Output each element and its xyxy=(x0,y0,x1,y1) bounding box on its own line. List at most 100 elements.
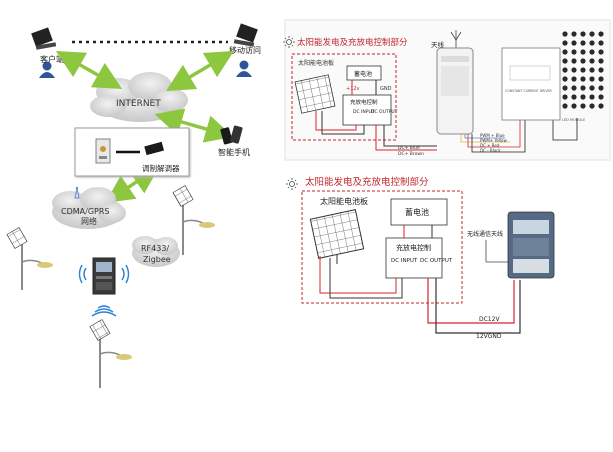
top-wiring-diagram: 太阳能发电及充放电控制部分 太阳能电池板 蓄电池 +12v GND 充放电控制 … xyxy=(283,19,611,161)
top-pwm-yellow-label: PWM+ Yellow xyxy=(480,138,507,143)
bottom-battery-box xyxy=(390,198,448,226)
bottom-solar-panel xyxy=(309,209,365,259)
top-dc-black-label: DC - Black xyxy=(480,148,501,153)
top-pwm-blue-label: PWM + Blue xyxy=(480,133,505,138)
client-label: 客户端 xyxy=(40,54,64,64)
top-wire-dark xyxy=(321,111,365,135)
top-plus12v-label: +12v xyxy=(346,86,360,92)
mobile-access-label: 移动访问 xyxy=(229,45,261,55)
led-dot xyxy=(589,49,595,55)
top-dc-input-label: DC INPUT xyxy=(353,109,375,115)
arrow-modem-cdma xyxy=(105,166,160,203)
top-wire-red xyxy=(315,111,357,131)
top-battery-label: 蓄电池 xyxy=(354,70,372,78)
led-dot xyxy=(580,67,586,73)
led-dot xyxy=(598,31,604,37)
concentrator-device xyxy=(92,257,116,295)
internet-label: INTERNET xyxy=(116,99,161,109)
top-dc-brown-label: DC+ Brown xyxy=(398,151,424,157)
laptop-icon xyxy=(31,27,57,50)
led-dot xyxy=(562,40,568,46)
meter-device xyxy=(507,211,555,279)
led-dot xyxy=(580,49,586,55)
top-dc-red-label: DC + Red xyxy=(480,143,500,148)
led-dot xyxy=(562,58,568,64)
bottom-controller-label: 充放电控制 xyxy=(396,243,431,252)
antenna-icon xyxy=(450,30,462,48)
top-led-driver xyxy=(501,47,561,121)
bottom-diagram-title: 太阳能发电及充放电控制部分 xyxy=(305,176,429,188)
bottom-solar-panel-label: 太阳能电池板 xyxy=(320,196,368,206)
top-wire-pwm-blue xyxy=(464,134,505,139)
led-dot xyxy=(580,103,586,109)
device-face xyxy=(441,66,469,96)
led-dot xyxy=(589,85,595,91)
led-dot xyxy=(589,31,595,37)
cdma-gprs-label: CDMA/GPRS xyxy=(61,207,109,216)
led-dot xyxy=(571,58,577,64)
led-dot xyxy=(598,76,604,82)
bottom-wire-panel-dark xyxy=(329,258,403,299)
top-wire-out-dark xyxy=(383,125,437,147)
bottom-dc12v-label: DC12V xyxy=(479,316,500,323)
top-dc-blue-label: DC+ Blue xyxy=(398,145,420,151)
zigbee-label: Zigbee xyxy=(143,255,171,264)
led-dot xyxy=(571,94,577,100)
top-solar-section xyxy=(291,53,397,141)
wireless-signal-icon xyxy=(78,264,130,317)
led-dot xyxy=(580,58,586,64)
smartphone-label: 智能手机 xyxy=(218,147,250,157)
top-solar-panel-label: 太阳能电池板 xyxy=(298,59,334,67)
bottom-solar-section xyxy=(301,190,463,304)
arrow-internet-phone xyxy=(154,108,234,143)
user-icon xyxy=(39,61,55,78)
led-dot xyxy=(580,40,586,46)
led-dot xyxy=(589,103,595,109)
top-led-module-label: LED MODULE xyxy=(562,118,585,122)
led-dot xyxy=(571,67,577,73)
led-dot xyxy=(589,40,595,46)
top-wire-dc-black xyxy=(471,120,526,153)
led-dot xyxy=(598,94,604,100)
led-dot xyxy=(598,58,604,64)
bottom-controller-box xyxy=(385,237,443,279)
bottom-dc-input-label: DC INPUT xyxy=(391,258,418,264)
led-dot xyxy=(562,94,568,100)
tower-icon xyxy=(74,186,80,199)
led-dot xyxy=(580,31,586,37)
led-dot xyxy=(580,85,586,91)
led-dot xyxy=(571,85,577,91)
cdma-cloud xyxy=(52,187,126,229)
led-dot xyxy=(589,58,595,64)
top-wire-dc-red xyxy=(467,120,521,148)
modem-label: 调制解调器 xyxy=(142,163,180,173)
top-led-driver-label: CONSTANT CURRENT DRIVER xyxy=(505,89,553,93)
rf-cloud xyxy=(132,236,180,267)
bottom-gnd-label: 12VGND xyxy=(476,333,502,340)
led-dot xyxy=(571,103,577,109)
top-wire-pwm-yellow xyxy=(460,134,510,143)
top-wire-driver-led xyxy=(552,118,578,141)
bottom-dc-output-label: DC OUTPUT xyxy=(420,258,453,264)
led-dot xyxy=(589,94,595,100)
led-dot xyxy=(571,76,577,82)
led-dot xyxy=(598,40,604,46)
led-dot xyxy=(562,85,568,91)
top-led-module xyxy=(562,31,604,109)
led-dot xyxy=(562,76,568,82)
device-label-plate xyxy=(441,56,469,62)
led-dot xyxy=(580,94,586,100)
top-controller-box xyxy=(342,94,392,126)
led-dot xyxy=(571,49,577,55)
top-wire-out-red xyxy=(375,125,437,151)
sun-icon xyxy=(286,178,298,190)
led-dot xyxy=(589,76,595,82)
bottom-wiring-diagram: 太阳能发电及充放电控制部分 太阳能电池板 蓄电池 充放电控制 DC INPUT … xyxy=(286,176,555,340)
led-dot xyxy=(562,103,568,109)
led-dot xyxy=(562,67,568,73)
led-dot xyxy=(571,40,577,46)
led-dot xyxy=(580,76,586,82)
server-icon xyxy=(95,138,111,164)
top-antenna-label: 天线 xyxy=(431,40,445,49)
led-dot xyxy=(562,49,568,55)
